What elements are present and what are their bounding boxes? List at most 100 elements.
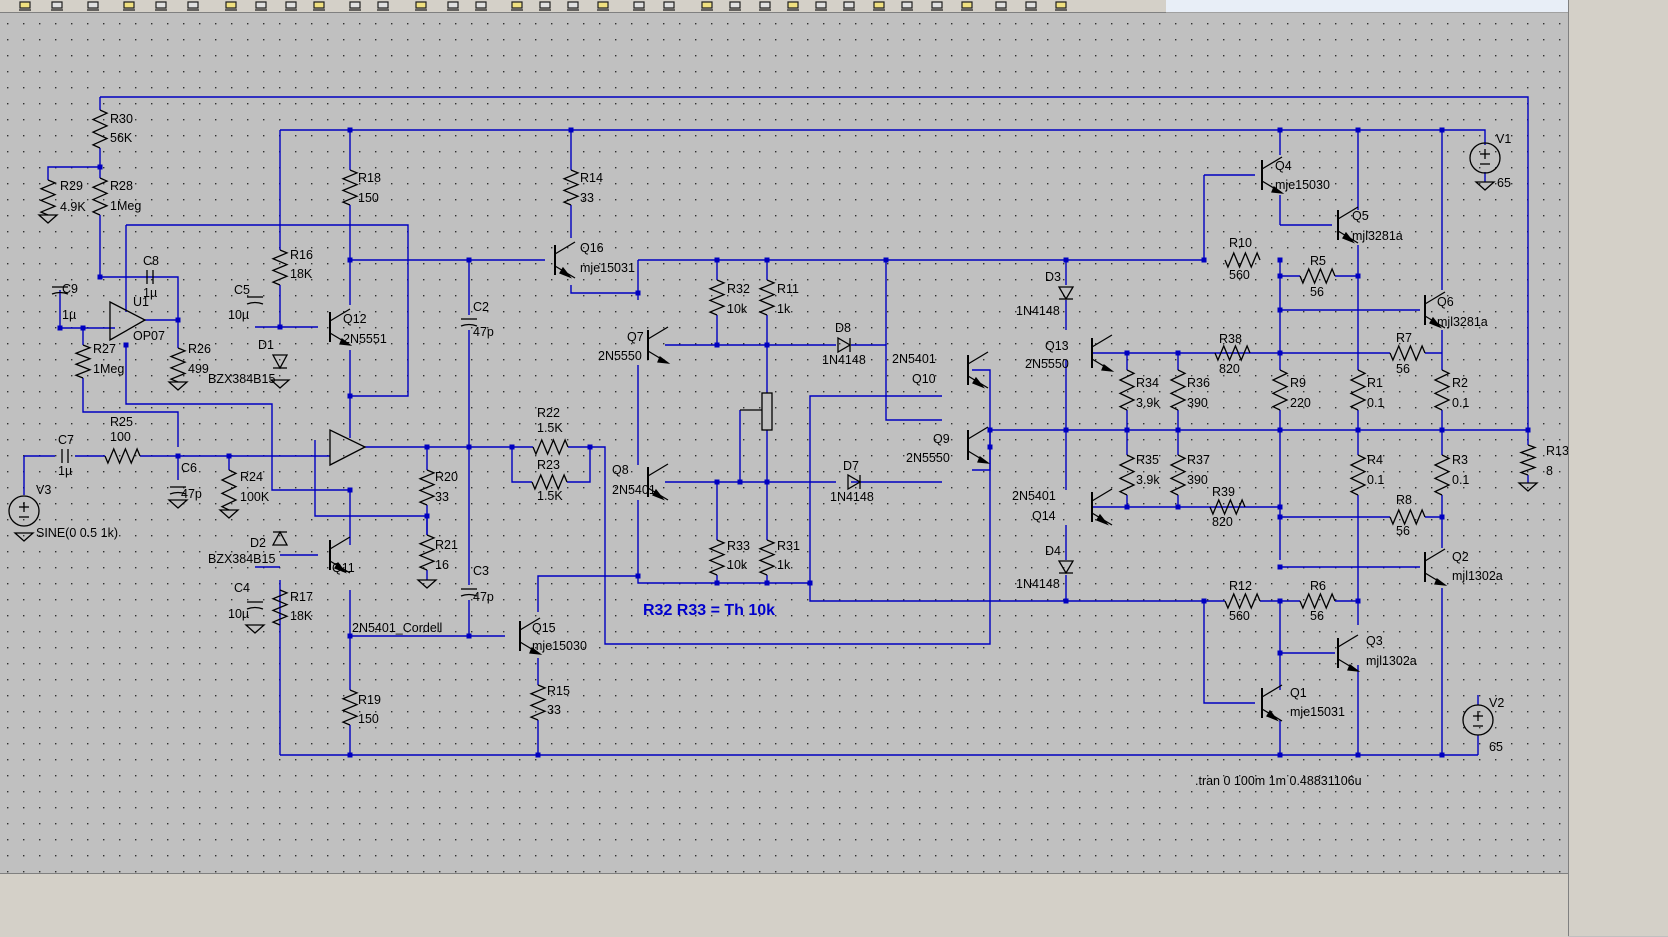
resistor-icon[interactable] — [594, 0, 612, 11]
undo-icon[interactable] — [152, 0, 170, 11]
move-icon[interactable] — [756, 0, 774, 11]
redo-icon[interactable] — [184, 0, 202, 11]
find-icon[interactable] — [1052, 0, 1070, 11]
component-r4[interactable]: R40.1 — [1367, 453, 1384, 487]
tile-icon[interactable] — [346, 0, 364, 11]
save-icon[interactable] — [84, 0, 102, 11]
spice-directive[interactable]: .tran 0 100m 1m 0.48831106u — [1195, 774, 1362, 788]
mirror-icon[interactable] — [928, 0, 946, 11]
new-schematic-icon[interactable] — [16, 0, 34, 11]
schematic-comment[interactable]: R32 R33 = Th 10k — [643, 602, 775, 619]
delete-icon[interactable] — [870, 0, 888, 11]
component-r2[interactable]: R20.1 — [1452, 376, 1469, 410]
ground-icon[interactable] — [536, 0, 554, 11]
zoom-in-icon[interactable] — [222, 0, 240, 11]
window-close-icon[interactable] — [472, 0, 490, 11]
component-icon[interactable] — [726, 0, 744, 11]
window-v-icon[interactable] — [444, 0, 462, 11]
spice-directive-icon[interactable] — [992, 0, 1010, 11]
drag-icon[interactable] — [784, 0, 802, 11]
copy-icon[interactable] — [812, 0, 830, 11]
component-r3[interactable]: R30.1 — [1452, 453, 1469, 487]
open-icon[interactable] — [48, 0, 66, 11]
cascade-icon[interactable] — [374, 0, 392, 11]
zoom-out-icon[interactable] — [282, 0, 300, 11]
zoom-fit-icon[interactable] — [310, 0, 328, 11]
window-h-icon[interactable] — [412, 0, 430, 11]
inductor-icon[interactable] — [660, 0, 678, 11]
zoom-pan-icon[interactable] — [252, 0, 270, 11]
label-icon[interactable] — [564, 0, 582, 11]
wire-icon[interactable] — [508, 0, 526, 11]
text-icon[interactable] — [958, 0, 976, 11]
paste-icon[interactable] — [840, 0, 858, 11]
rotate-icon[interactable] — [898, 0, 916, 11]
diode-icon[interactable] — [698, 0, 716, 11]
capacitor-icon[interactable] — [630, 0, 648, 11]
